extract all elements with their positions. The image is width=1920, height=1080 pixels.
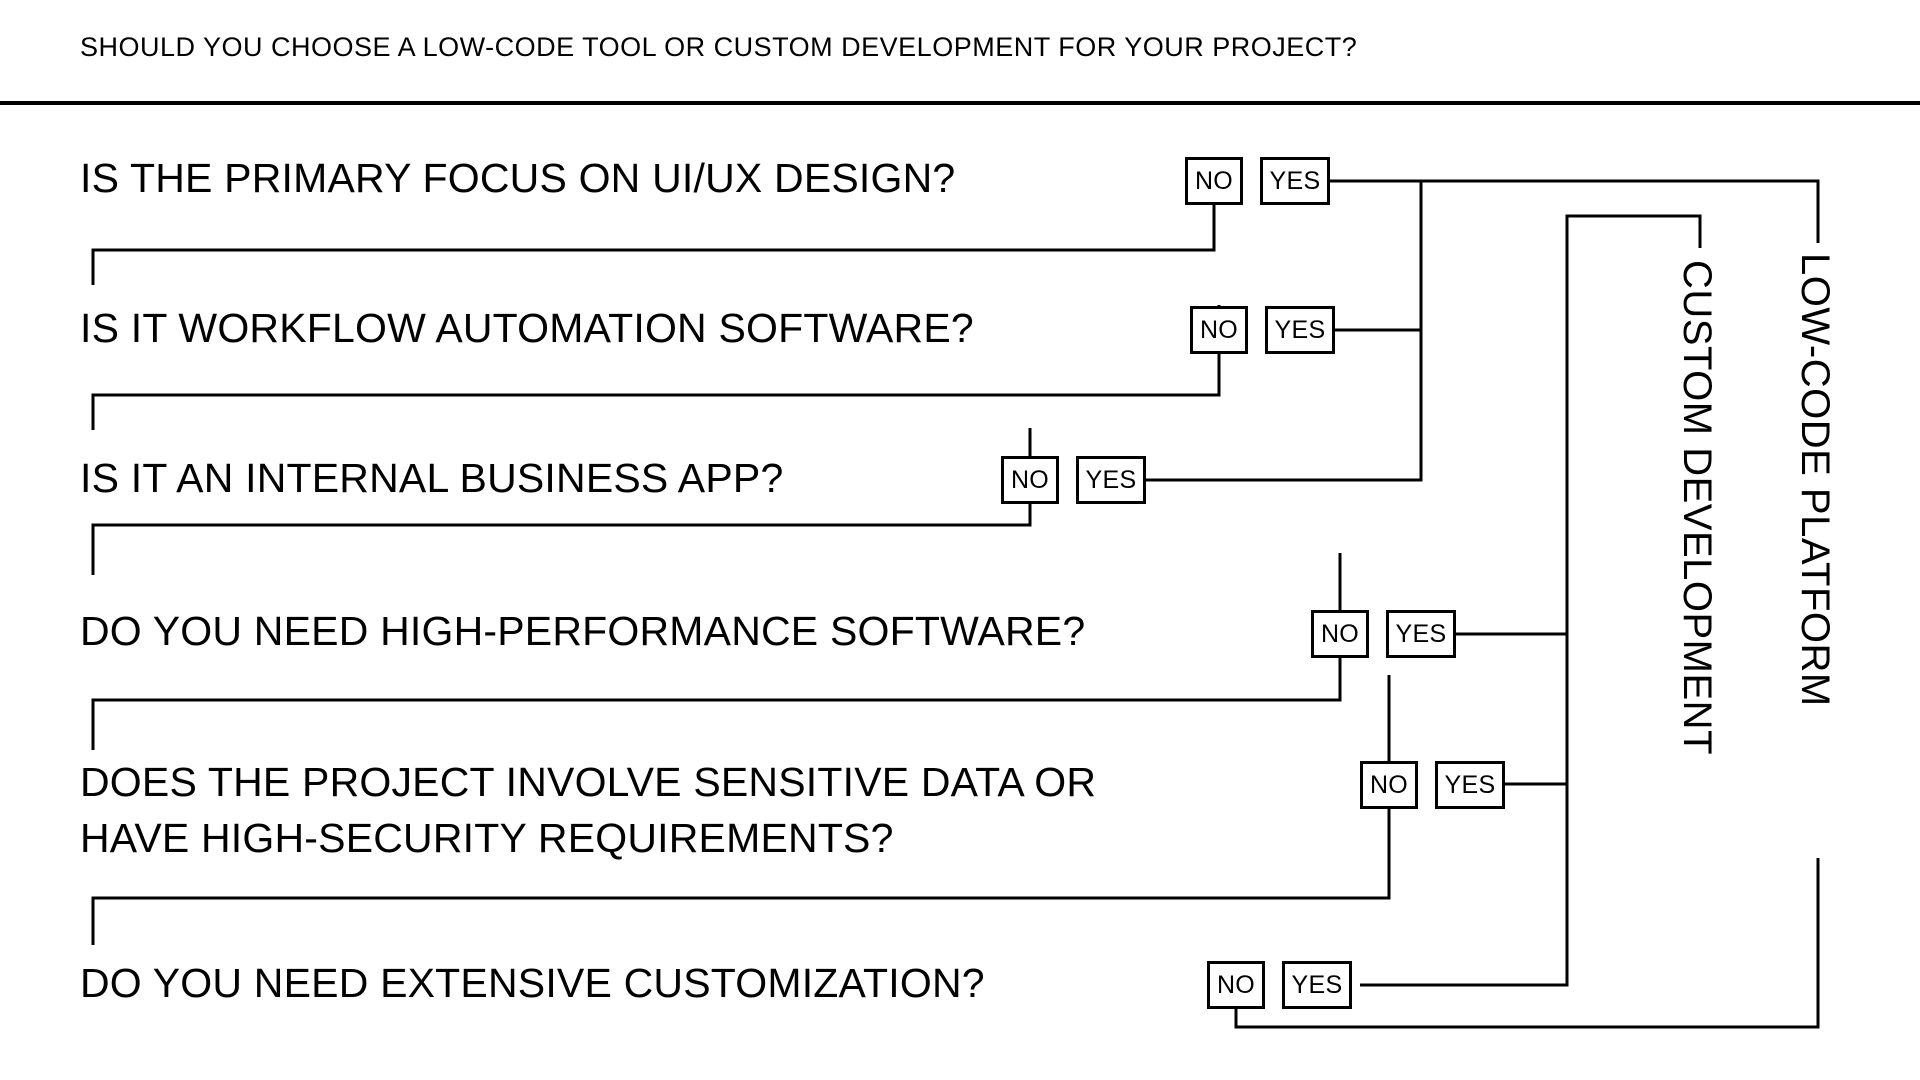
answer-no-6[interactable]: NO (1207, 961, 1265, 1009)
answer-yes-1[interactable]: YES (1260, 157, 1330, 205)
question-5: DOES THE PROJECT INVOLVE SENSITIVE DATA … (80, 759, 1097, 861)
answer-yes-2[interactable]: YES (1265, 306, 1335, 354)
question-3: IS IT AN INTERNAL BUSINESS APP? (80, 455, 784, 501)
edge-q5-yes (1501, 634, 1569, 786)
answer-yes-3[interactable]: YES (1076, 456, 1146, 504)
answer-no-5[interactable]: NO (1360, 761, 1418, 809)
answer-no-2[interactable]: NO (1190, 306, 1248, 354)
answer-no-1[interactable]: NO (1185, 157, 1243, 205)
question-1: IS THE PRIMARY FOCUS ON UI/UX DESIGN? (80, 155, 956, 201)
question-2: IS IT WORKFLOW AUTOMATION SOFTWARE? (80, 305, 974, 351)
edge-q4-yes (1456, 214, 1702, 636)
page-title: SHOULD YOU CHOOSE A LOW-CODE TOOL OR CUS… (80, 32, 1358, 62)
edge-q6-yes (1360, 784, 1569, 987)
question-4: DO YOU NEED HIGH-PERFORMANCE SOFTWARE? (80, 608, 1086, 654)
edge-q2-yes (1335, 181, 1423, 332)
answer-yes-5[interactable]: YES (1435, 761, 1505, 809)
edge-q1-yes (1330, 179, 1820, 243)
header-divider (0, 101, 1920, 105)
answer-no-4[interactable]: NO (1311, 610, 1369, 658)
answer-yes-4[interactable]: YES (1386, 610, 1456, 658)
outcome-low-code-platform: LOW-CODE PLATFORM (1793, 253, 1837, 707)
question-6: DO YOU NEED EXTENSIVE CUSTOMIZATION? (80, 960, 985, 1006)
answer-no-3[interactable]: NO (1001, 456, 1059, 504)
outcome-custom-development: CUSTOM DEVELOPMENT (1675, 260, 1719, 755)
answer-yes-6[interactable]: YES (1282, 961, 1352, 1009)
